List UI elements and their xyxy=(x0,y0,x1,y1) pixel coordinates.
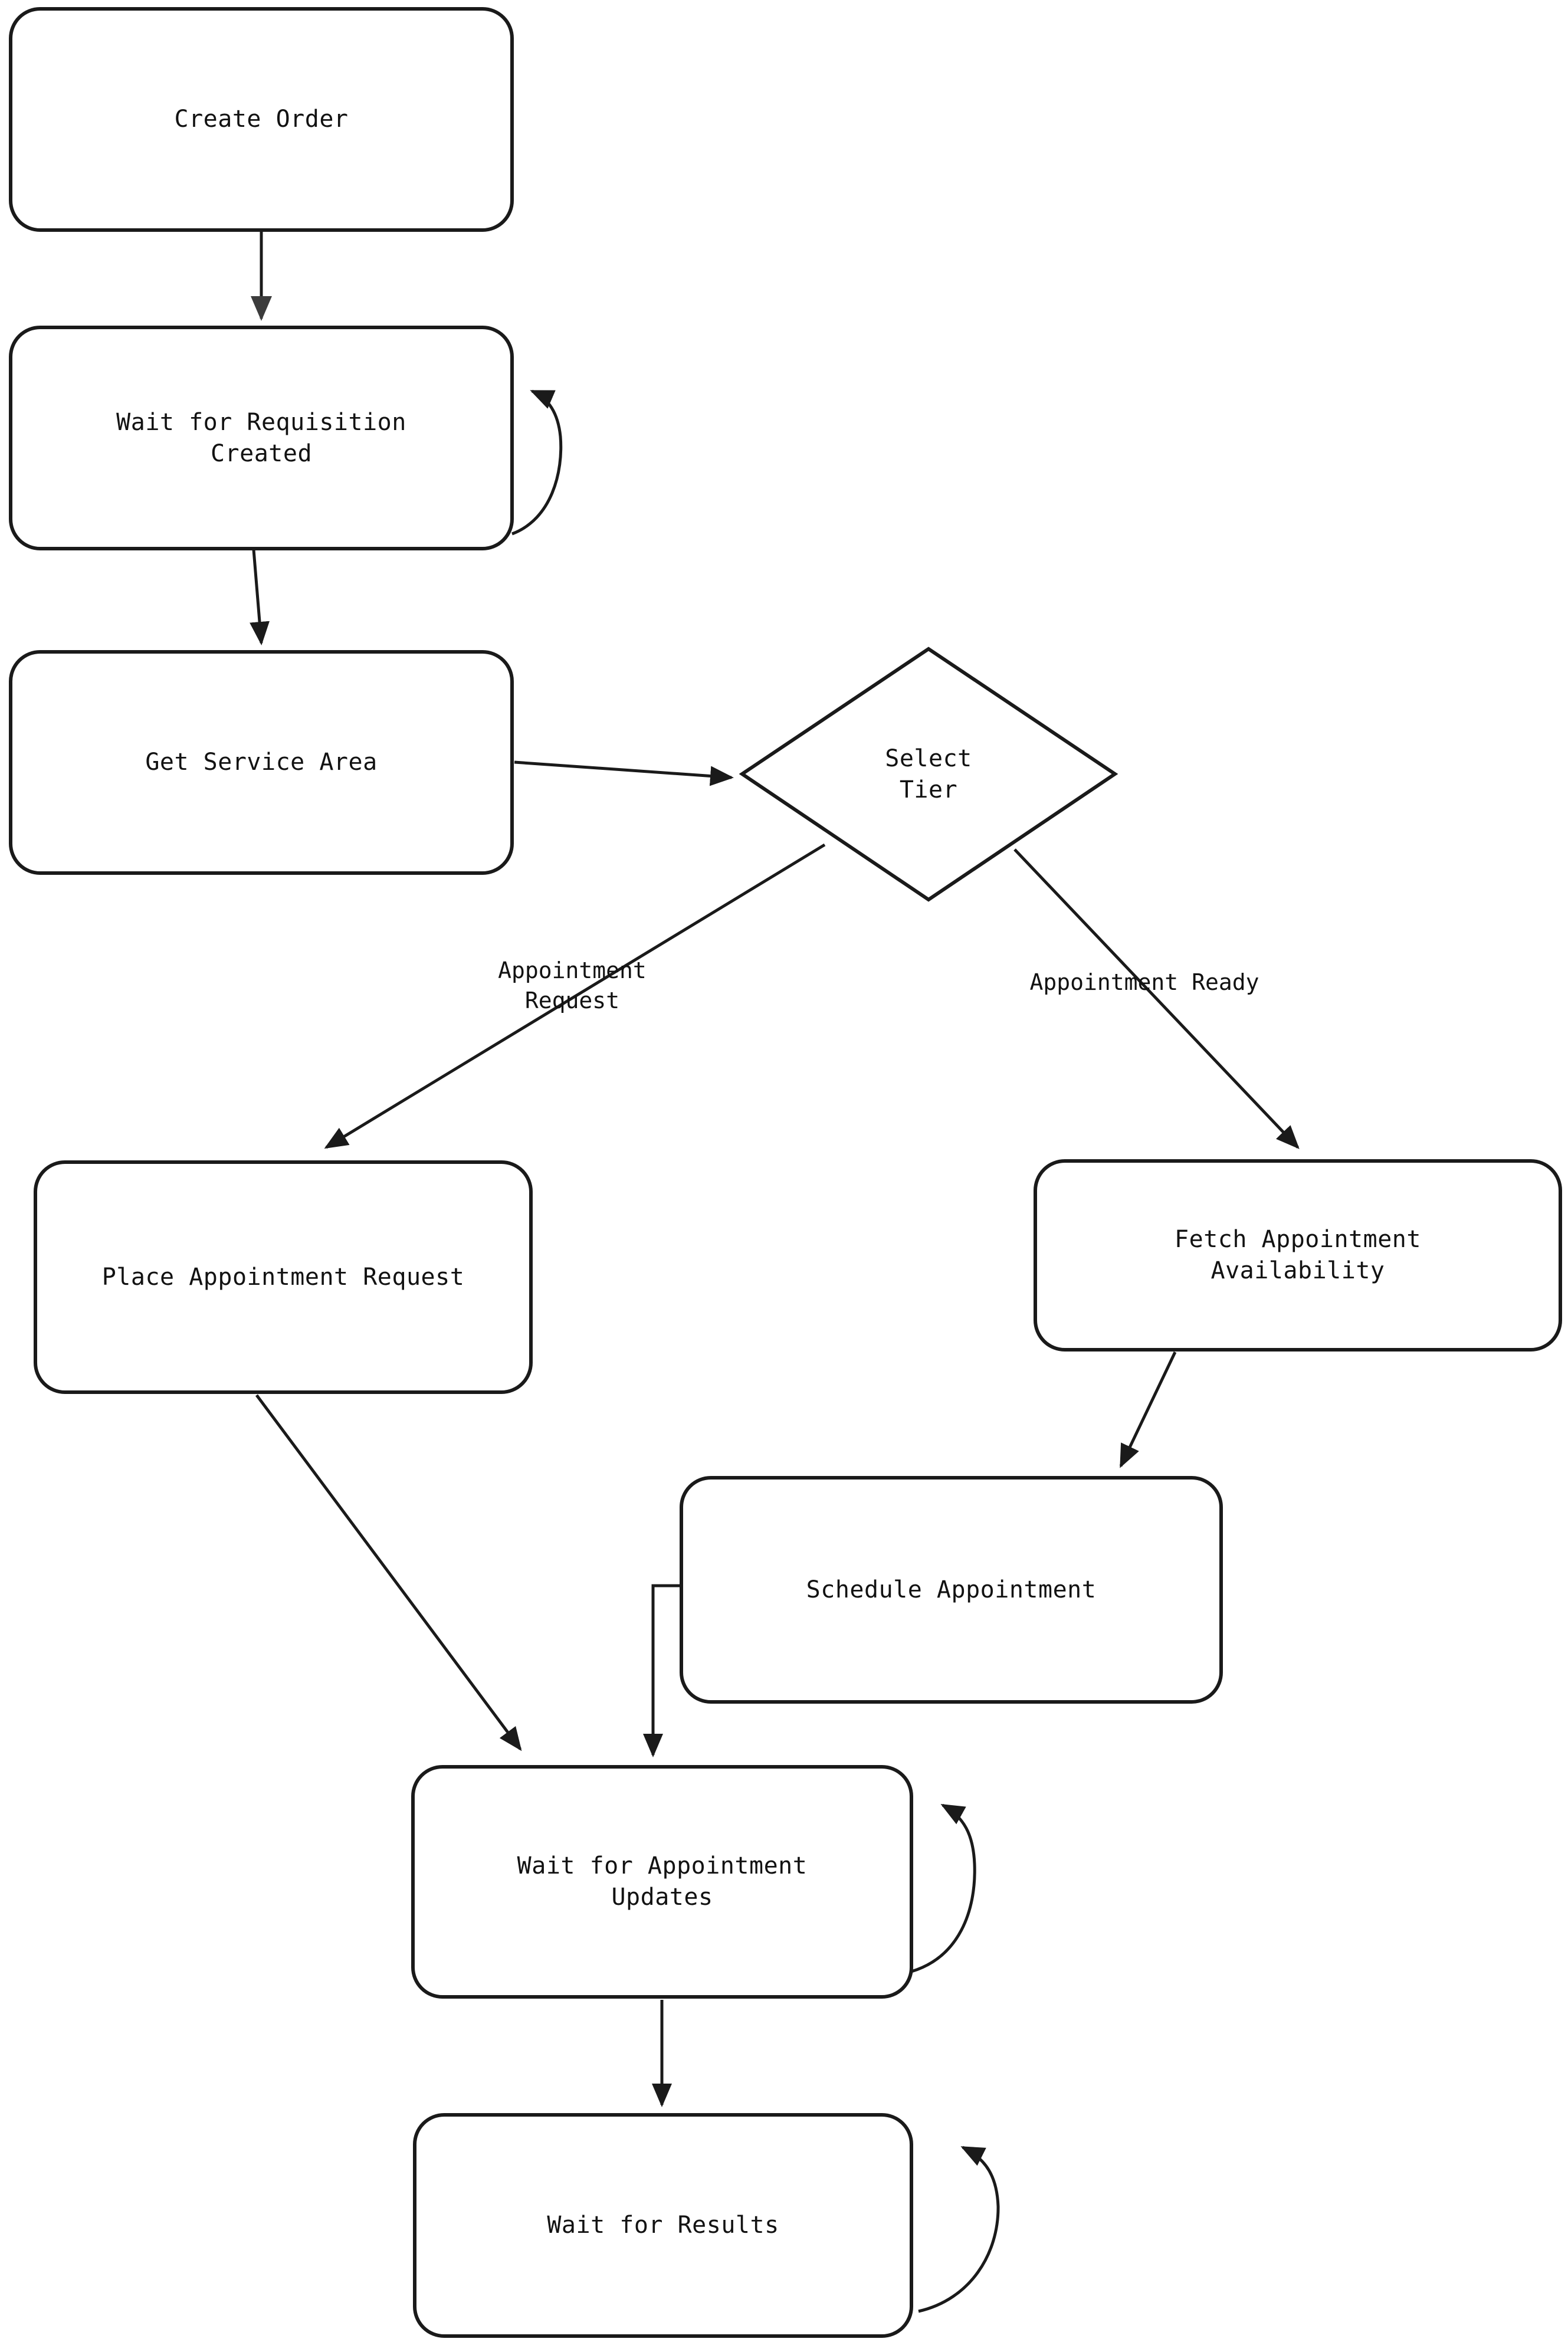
node-place-appointment-request[interactable] xyxy=(34,1160,533,1394)
edge-wait-requisition-self-loop xyxy=(511,389,563,536)
node-shapes xyxy=(9,7,1562,2338)
node-select-tier[interactable] xyxy=(739,647,1118,902)
edge-place-request-to-wait-updates xyxy=(255,1394,522,1751)
edge-wait-requisition-to-get-service-area xyxy=(250,549,270,645)
node-get-service-area[interactable] xyxy=(9,650,514,875)
edge-wait-results-self-loop xyxy=(918,2146,1000,2313)
edge-lines xyxy=(250,231,1300,2313)
edge-select-tier-to-place-appointment-request xyxy=(324,843,826,1149)
node-schedule-appointment[interactable] xyxy=(680,1476,1223,1704)
edge-fetch-availability-to-schedule-appointment xyxy=(1119,1351,1177,1468)
edge-get-service-area-to-select-tier xyxy=(514,760,734,786)
edge-select-tier-to-fetch-appointment-availability xyxy=(1013,848,1300,1149)
edge-wait-updates-self-loop xyxy=(911,1803,976,1973)
edge-schedule-appointment-to-wait-updates xyxy=(643,1584,681,1758)
node-wait-requisition-created[interactable] xyxy=(9,326,514,550)
node-wait-appointment-updates[interactable] xyxy=(411,1765,913,1999)
node-fetch-appointment-availability[interactable] xyxy=(1034,1159,1562,1352)
node-wait-results[interactable] xyxy=(413,2113,913,2338)
node-create-order[interactable] xyxy=(9,7,514,232)
